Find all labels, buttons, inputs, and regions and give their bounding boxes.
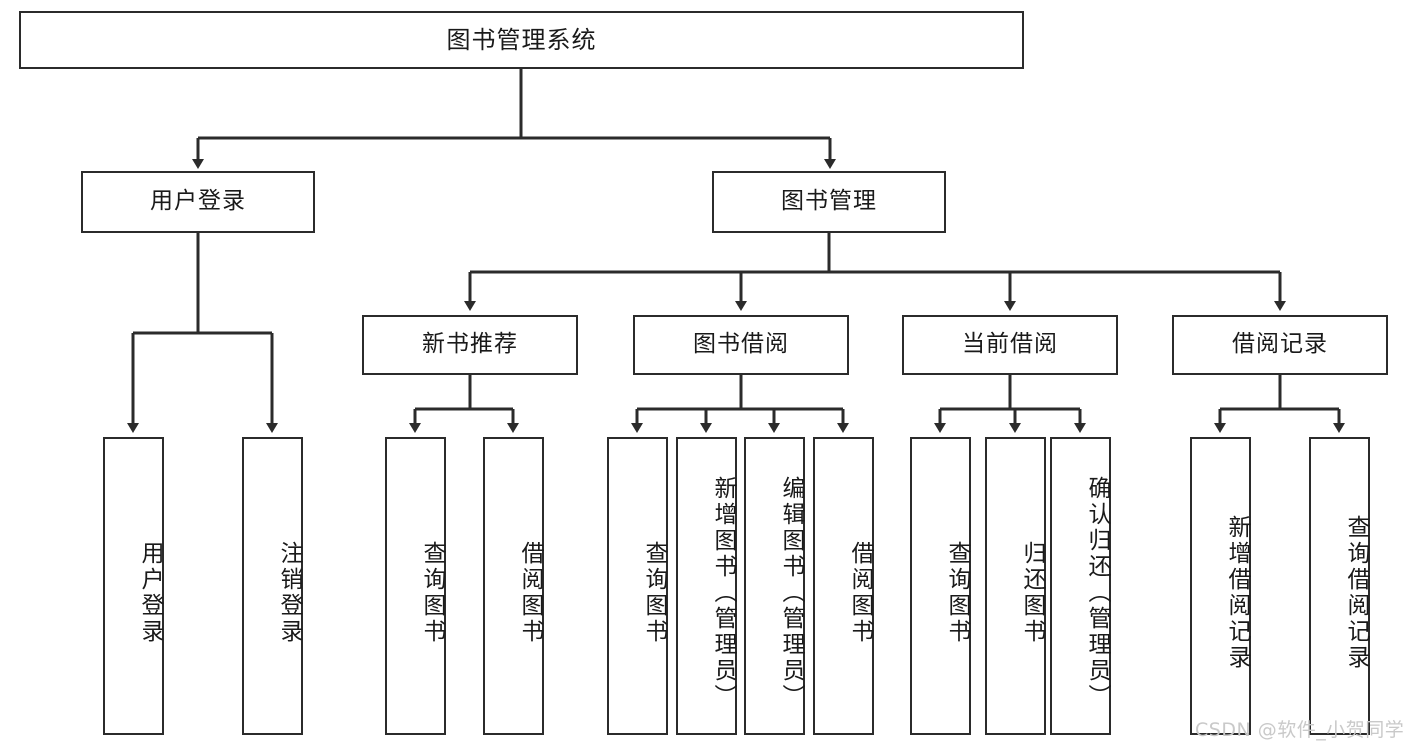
leaf-edit-book-admin[interactable]: 编辑图书（管理员） (744, 437, 805, 735)
node-label: 查询图书 (419, 541, 445, 645)
leaf-borrow-books[interactable]: 借阅图书 (813, 437, 874, 735)
leaf-query-books-borrow[interactable]: 查询图书 (607, 437, 668, 735)
node-label: 图书管理 (781, 188, 877, 215)
node-label: 图书借阅 (693, 331, 789, 358)
node-label: 借阅记录 (1232, 331, 1328, 358)
leaf-confirm-return-admin[interactable]: 确认归还（管理员） (1050, 437, 1111, 735)
node-label: 新增借阅记录 (1224, 515, 1250, 671)
leaf-query-borrow-record[interactable]: 查询借阅记录 (1309, 437, 1370, 735)
node-label: 归还图书 (1019, 541, 1045, 645)
node-label: 用户登录 (150, 188, 246, 215)
node-label: 查询图书 (944, 541, 970, 645)
node-label: 编辑图书（管理员） (778, 476, 804, 710)
node-label: 借阅图书 (847, 541, 873, 645)
node-borrow-records[interactable]: 借阅记录 (1172, 315, 1388, 375)
connector-group-borrow (631, 375, 849, 433)
leaf-return-books[interactable]: 归还图书 (985, 437, 1046, 735)
node-label: 确认归还（管理员） (1084, 476, 1110, 710)
node-current-borrow[interactable]: 当前借阅 (902, 315, 1118, 375)
connector-group-new-books (409, 375, 519, 433)
node-label: 借阅图书 (517, 541, 543, 645)
connector-group-book-mgmt (464, 233, 1286, 311)
connector-group-user-login (127, 233, 278, 433)
node-user-login[interactable]: 用户登录 (81, 171, 315, 233)
node-label: 新增图书（管理员） (710, 476, 736, 710)
leaf-query-books-current[interactable]: 查询图书 (910, 437, 971, 735)
leaf-query-books-recommend[interactable]: 查询图书 (385, 437, 446, 735)
leaf-logout-login[interactable]: 注销登录 (242, 437, 303, 735)
watermark-csdn: CSDN @软件_小贺同学 (1195, 719, 1405, 741)
node-root-system[interactable]: 图书管理系统 (19, 11, 1024, 69)
node-book-management[interactable]: 图书管理 (712, 171, 946, 233)
node-label: 查询借阅记录 (1343, 515, 1369, 671)
node-label: 用户登录 (137, 541, 163, 645)
node-book-borrow[interactable]: 图书借阅 (633, 315, 849, 375)
node-new-book-recommend[interactable]: 新书推荐 (362, 315, 578, 375)
node-label: 当前借阅 (962, 331, 1058, 358)
leaf-add-borrow-record[interactable]: 新增借阅记录 (1190, 437, 1251, 735)
connector-group-records (1214, 375, 1345, 433)
leaf-add-book-admin[interactable]: 新增图书（管理员） (676, 437, 737, 735)
connector-group-root (192, 69, 836, 169)
leaf-borrow-books-recommend[interactable]: 借阅图书 (483, 437, 544, 735)
connector-group-current (934, 375, 1086, 433)
node-label: 注销登录 (276, 541, 302, 645)
node-label: 图书管理系统 (446, 25, 597, 54)
leaf-user-login[interactable]: 用户登录 (103, 437, 164, 735)
node-label: 查询图书 (641, 541, 667, 645)
node-label: 新书推荐 (422, 331, 518, 358)
